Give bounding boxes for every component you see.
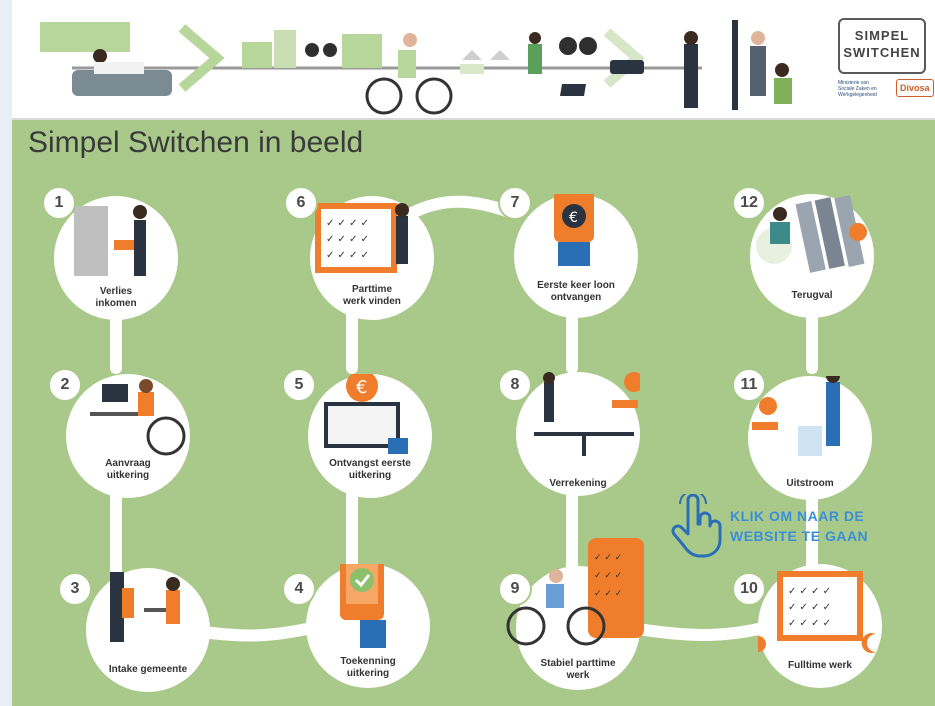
cta-line-2: WEBSITE TE GAAN xyxy=(730,528,869,544)
step-2-number: 2 xyxy=(48,368,82,402)
page-title: Simpel Switchen in beeld xyxy=(28,126,364,159)
step-6-label: Parttime werk vinden xyxy=(343,284,401,307)
step-1-label: Verlies inkomen xyxy=(95,286,137,309)
svg-text:✓ ✓ ✓ ✓: ✓ ✓ ✓ ✓ xyxy=(788,602,831,613)
logo-line2: SWITCHEN xyxy=(843,45,921,60)
step-1-circle[interactable]: Verlies inkomen xyxy=(54,196,178,320)
step-5-label: Ontvangst eerste uitkering xyxy=(329,458,411,481)
granted-illustration xyxy=(340,564,386,648)
fulltime-illustration: ✓ ✓ ✓ ✓ ✓ ✓ ✓ ✓ ✓ ✓ ✓ ✓ xyxy=(758,571,876,653)
svg-text:✓ ✓ ✓ ✓: ✓ ✓ ✓ ✓ xyxy=(326,250,369,261)
step-3-number: 3 xyxy=(58,572,92,606)
infographic-frame: SIMPEL SWITCHEN Ministerie van Sociale Z… xyxy=(12,0,935,706)
step-2-circle[interactable]: Aanvraag uitkering xyxy=(66,374,190,498)
svg-text:✓ ✓ ✓: ✓ ✓ ✓ xyxy=(594,553,622,563)
first-payment-illustration: € xyxy=(324,374,408,454)
relapse-illustration xyxy=(756,195,867,273)
first-salary-illustration: € xyxy=(554,194,594,266)
step-5-number: 5 xyxy=(282,368,316,402)
website-link[interactable]: KLIK OM NAAR DE WEBSITE TE GAAN xyxy=(666,494,916,558)
application-illustration xyxy=(90,379,186,456)
svg-text:✓ ✓ ✓: ✓ ✓ ✓ xyxy=(594,589,622,599)
step-3-label: Intake gemeente xyxy=(108,664,188,675)
website-link-text[interactable]: KLIK OM NAAR DE WEBSITE TE GAAN xyxy=(730,506,868,546)
step-12-label: Terugval xyxy=(791,290,833,301)
ministry-logo: Ministerie van Sociale Zaken en Werkgele… xyxy=(838,80,877,98)
svg-text:✓ ✓ ✓: ✓ ✓ ✓ xyxy=(594,571,622,581)
pointing-hand-icon xyxy=(671,494,722,558)
step-10-circle[interactable]: ✓ ✓ ✓ ✓ ✓ ✓ ✓ ✓ ✓ ✓ ✓ ✓ Fulltime werk xyxy=(758,564,882,688)
svg-text:€: € xyxy=(356,377,367,398)
svg-text:✓ ✓ ✓ ✓: ✓ ✓ ✓ ✓ xyxy=(326,234,369,245)
step-8-circle[interactable]: Verrekening xyxy=(516,372,640,496)
outflow-illustration xyxy=(752,376,840,456)
step-12-number: 12 xyxy=(732,186,766,220)
intake-illustration xyxy=(110,572,180,642)
step-9-circle[interactable]: ✓ ✓ ✓ ✓ ✓ ✓ ✓ ✓ ✓ Stabiel parttime werk xyxy=(506,538,644,690)
step-1-number: 1 xyxy=(42,186,76,220)
step-4-number: 4 xyxy=(282,572,316,606)
step-10-number: 10 xyxy=(732,572,766,606)
step-4-label: Toekenning uitkering xyxy=(340,656,396,679)
loss-income-illustration xyxy=(74,205,147,276)
svg-text:✓ ✓ ✓ ✓: ✓ ✓ ✓ ✓ xyxy=(326,218,369,229)
step-9-label: Stabiel parttime werk xyxy=(540,658,616,681)
step-12-circle[interactable]: Terugval xyxy=(750,194,874,318)
step-2-label: Aanvraag uitkering xyxy=(105,458,151,481)
step-11-circle[interactable]: Uitstroom xyxy=(748,376,872,500)
header-banner: SIMPEL SWITCHEN Ministerie van Sociale Z… xyxy=(12,0,935,120)
stable-parttime-illustration: ✓ ✓ ✓ ✓ ✓ ✓ ✓ ✓ ✓ xyxy=(506,538,644,646)
step-7-label: Eerste keer loon ontvangen xyxy=(537,280,615,303)
step-6-number: 6 xyxy=(284,186,318,220)
settlement-illustration xyxy=(534,372,640,456)
find-parttime-illustration: ✓ ✓ ✓ ✓ ✓ ✓ ✓ ✓ ✓ ✓ ✓ ✓ xyxy=(315,203,409,273)
step-10-label: Fulltime werk xyxy=(788,660,852,671)
step-8-label: Verrekening xyxy=(549,478,607,489)
svg-text:✓ ✓ ✓ ✓: ✓ ✓ ✓ ✓ xyxy=(788,586,831,597)
step-8-number: 8 xyxy=(498,368,532,402)
divosa-logo: Divosa xyxy=(896,79,934,97)
step-6-circle[interactable]: ✓ ✓ ✓ ✓ ✓ ✓ ✓ ✓ ✓ ✓ ✓ ✓ Parttime werk vi… xyxy=(310,196,434,320)
step-7-circle[interactable]: € Eerste keer loon ontvangen xyxy=(514,194,638,318)
step-5-circle[interactable]: € Ontvangst eerste uitkering xyxy=(308,374,432,498)
svg-text:✓ ✓ ✓ ✓: ✓ ✓ ✓ ✓ xyxy=(788,618,831,629)
simpel-switchen-logo: SIMPEL SWITCHEN xyxy=(838,18,926,74)
banner-illustration xyxy=(40,20,792,115)
step-11-number: 11 xyxy=(732,368,766,402)
partner-logos: Ministerie van Sociale Zaken en Werkgele… xyxy=(838,78,935,98)
step-4-circle[interactable]: Toekenning uitkering xyxy=(306,564,430,688)
svg-text:€: € xyxy=(569,210,578,226)
step-11-label: Uitstroom xyxy=(786,478,834,489)
logo-line1: SIMPEL xyxy=(854,28,910,43)
cta-line-1: KLIK OM NAAR DE xyxy=(730,508,865,524)
step-7-number: 7 xyxy=(498,186,532,220)
step-9-number: 9 xyxy=(498,572,532,606)
step-3-circle[interactable]: Intake gemeente xyxy=(86,568,210,692)
